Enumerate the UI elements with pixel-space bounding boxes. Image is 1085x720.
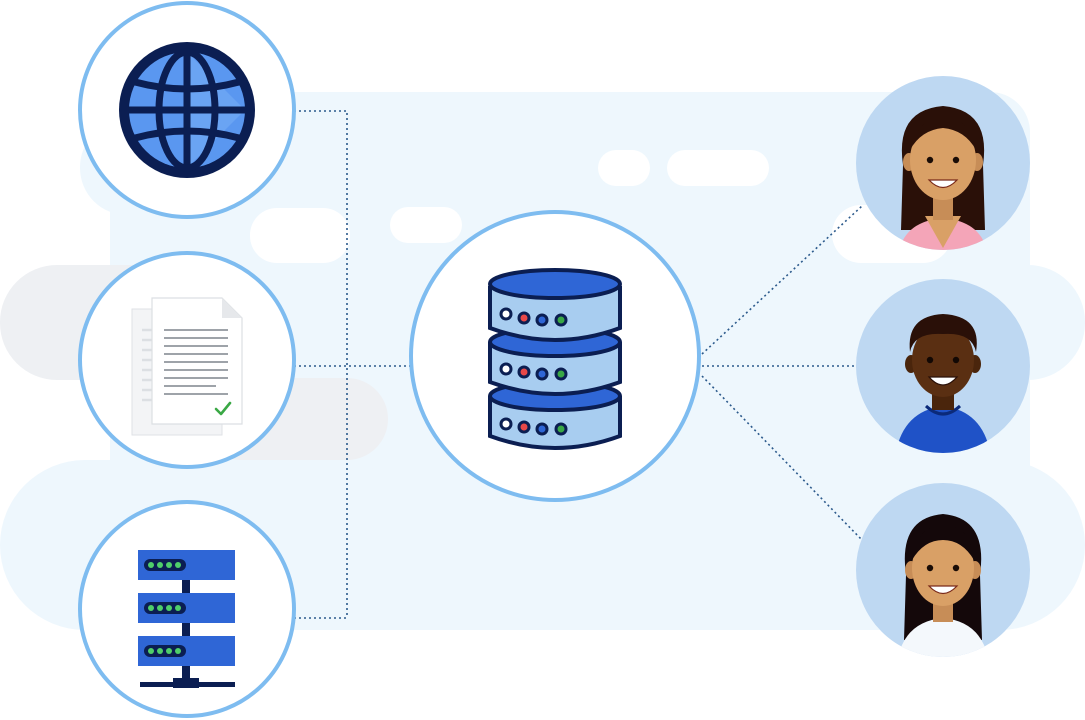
source-web-node bbox=[78, 1, 296, 219]
connector-user-1 bbox=[701, 205, 863, 355]
user-2-node bbox=[856, 279, 1030, 453]
woman-avatar-icon bbox=[896, 514, 990, 657]
cloud-white-top-right-small bbox=[598, 150, 650, 186]
check-icon bbox=[214, 401, 232, 416]
globe-icon bbox=[119, 42, 255, 178]
source-documents-node bbox=[78, 251, 296, 469]
cloud-white-top-center bbox=[390, 207, 462, 243]
user-3-node bbox=[856, 483, 1030, 657]
database-indicator-lights bbox=[499, 307, 568, 436]
source-servers-node bbox=[78, 500, 296, 718]
user-1-node bbox=[856, 76, 1030, 250]
man-avatar-icon bbox=[894, 314, 992, 453]
connectors bbox=[294, 110, 863, 619]
cloud-white-top-right bbox=[667, 150, 769, 186]
server-rack-icon bbox=[138, 550, 235, 688]
document-icon bbox=[131, 297, 243, 436]
woman-avatar-icon bbox=[898, 106, 988, 250]
cloud-white-top-left bbox=[250, 208, 350, 263]
connector-user-3 bbox=[701, 375, 863, 541]
database-icon bbox=[488, 268, 622, 450]
hub-database-node bbox=[409, 210, 701, 502]
connector-web bbox=[294, 110, 348, 618]
